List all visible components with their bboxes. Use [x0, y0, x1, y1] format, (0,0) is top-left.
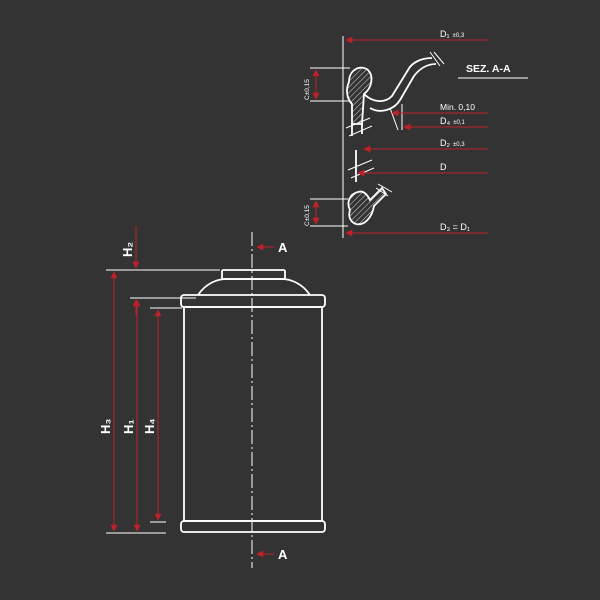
section-mark-top: A [278, 240, 288, 255]
bottom-band [180, 520, 326, 533]
dim-h1-label: H₁ [121, 419, 136, 434]
lower-curl-profile [347, 186, 388, 226]
dim-d3-label: D₃ = D₁ [440, 222, 470, 232]
mounting-cup-inner [369, 63, 437, 112]
cup-end-hatch [429, 51, 445, 67]
lower-hatch-mark [375, 183, 393, 197]
middle-break-mark [347, 159, 375, 179]
dim-h3-label: H₃ [98, 419, 113, 434]
dim-c-bottom-label: C±0,15 [304, 205, 311, 226]
can-side-view: A A H₂ H₃ H₁ H₄ [98, 226, 326, 568]
dim-d4-label: D₄±0,1 [440, 116, 465, 126]
can-dome [197, 278, 311, 296]
dim-c-top-label: C±0,15 [304, 79, 311, 100]
cup-rim [221, 269, 286, 280]
shoulder-band [180, 294, 326, 308]
dim-d-label: D [440, 162, 447, 172]
dim-d2-label: D₂±0,3 [440, 138, 465, 148]
mounting-cup-profile [363, 57, 433, 102]
section-mark-bottom: A [278, 547, 288, 562]
can-body [183, 306, 323, 522]
dim-h2-label: H₂ [120, 242, 135, 257]
upper-break-mark [345, 117, 373, 137]
dim-d1-label: D₁±0,3 [440, 29, 465, 39]
section-title: SEZ. A-A [466, 63, 511, 75]
section-detail: SEZ. A-A D₁±0,3 Min. 0,10 D₄±0,1 D₂±0,3 … [304, 29, 528, 238]
dim-h4-label: H₄ [142, 418, 157, 434]
dim-min-label: Min. 0,10 [440, 102, 475, 112]
upper-curl-profile [346, 66, 373, 125]
